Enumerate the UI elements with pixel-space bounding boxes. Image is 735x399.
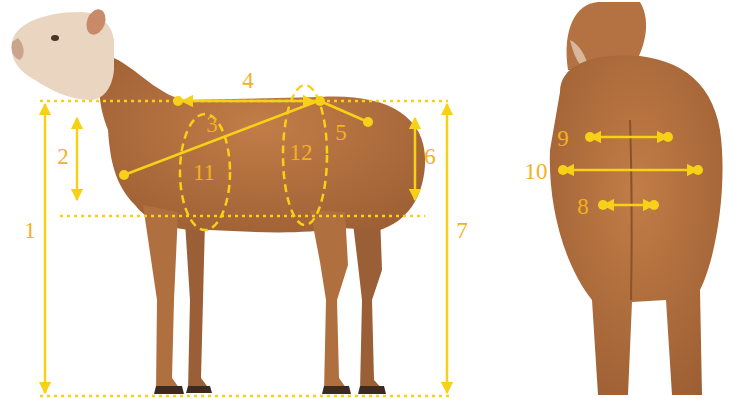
callout-number: 3 [206,113,218,136]
point [558,165,568,175]
point [119,170,129,180]
point [315,96,325,106]
depth-arrow [76,118,79,200]
sheep-side-view [11,7,425,394]
front-leg [185,222,210,390]
callout-number: 2 [57,145,69,168]
point [598,200,608,210]
sheep-body [99,55,425,232]
callout-number: 1 [24,219,36,242]
callout-number: 12 [290,141,313,164]
measurement-points [119,96,703,210]
point [649,200,659,210]
callout-number: 8 [577,195,589,218]
point [693,165,703,175]
callout-number: 10 [525,160,548,183]
girth-ellipse [180,114,230,230]
hooves [154,386,386,394]
sheep-nose [11,38,23,60]
callout-number: 9 [557,127,569,150]
width-arrow [563,169,698,172]
girth-ellipse [283,85,327,225]
fur-crease [630,120,632,300]
sheep-rump [550,55,723,395]
width-arrow [590,136,668,139]
hind-leg [310,210,349,392]
depth-arrow [414,118,417,200]
callout-number: 11 [193,161,215,184]
height-arrow [446,104,449,393]
sheep-eye [51,35,59,41]
width-arrow [603,204,654,207]
callout-number: 5 [335,121,347,144]
callout-number: 4 [242,69,254,92]
callout-number: 6 [424,145,436,168]
hind-leg [352,215,384,391]
guide-line [40,100,448,103]
rump-line [320,101,368,122]
callout-number: 7 [456,219,468,242]
front-leg [143,205,182,392]
back-arrow [182,100,314,103]
point [173,96,183,106]
sheep-rear-view [550,2,723,395]
guide-line [60,215,425,218]
point [663,132,673,142]
sheep-ear [83,7,109,38]
guide-line [40,395,452,398]
point [585,132,595,142]
height-arrow [44,104,47,393]
point [363,117,373,127]
measurement-lines [40,85,698,396]
